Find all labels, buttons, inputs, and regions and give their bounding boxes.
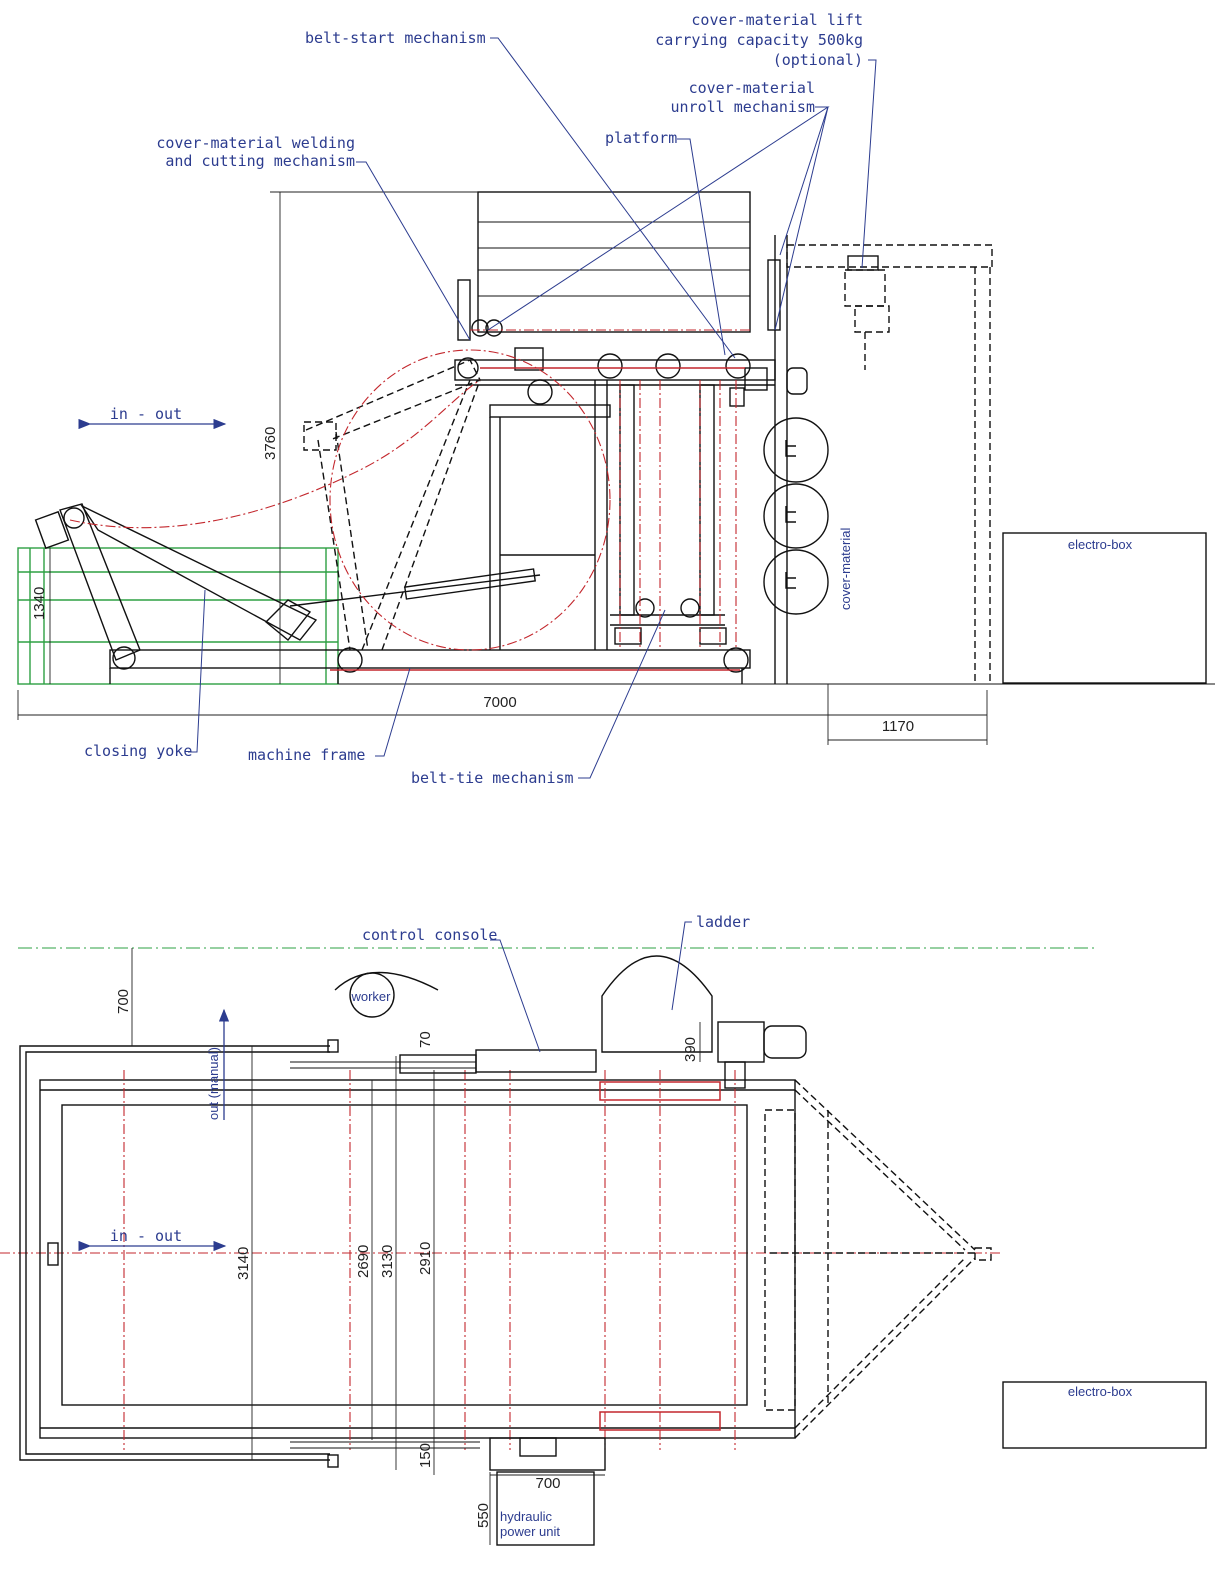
dim-2910: 2910 bbox=[417, 1242, 434, 1275]
electro-box-side: electro-box bbox=[1002, 532, 1207, 684]
label-lift-2: carrying capacity 500kg bbox=[655, 31, 863, 49]
label-welding-2: and cutting mechanism bbox=[165, 152, 355, 170]
out-manual-label: out (manual) bbox=[206, 1047, 221, 1120]
leaders-side bbox=[188, 37, 877, 779]
hydraulic-label-2: power unit bbox=[500, 1524, 560, 1539]
dimensions-top: 700 3140 2690 3130 2910 70 390 150 700 5… bbox=[115, 948, 699, 1545]
ladder-top bbox=[601, 955, 713, 1053]
label-belt-tie: belt-tie mechanism bbox=[411, 769, 574, 787]
hydraulic-label-1: hydraulic bbox=[500, 1509, 553, 1524]
raised-yoke-dashed bbox=[303, 359, 481, 651]
in-out-label-top: in - out bbox=[110, 1227, 182, 1245]
dim-1340: 1340 bbox=[31, 587, 48, 620]
top-hidden-red bbox=[123, 1070, 736, 1450]
dimensions-side: 3760 1340 7000 1170 bbox=[17, 191, 988, 745]
labels-side: belt-start mechanism cover-material lift… bbox=[84, 11, 863, 787]
label-welding-1: cover-material welding bbox=[156, 134, 355, 152]
dim-150: 150 bbox=[417, 1443, 434, 1468]
dim-3130: 3130 bbox=[379, 1245, 396, 1278]
label-belt-start: belt-start mechanism bbox=[305, 29, 486, 47]
dim-3760: 3760 bbox=[262, 427, 279, 460]
rollers bbox=[457, 347, 768, 407]
belt-tie-uprights bbox=[610, 384, 727, 645]
green-fence bbox=[17, 547, 339, 685]
label-closing-yoke: closing yoke bbox=[84, 742, 192, 760]
cover-material-label: cover-material bbox=[838, 528, 853, 610]
in-out-arrow-side: in - out bbox=[78, 405, 227, 430]
label-unroll-1: cover-material bbox=[689, 79, 815, 97]
lift-crane bbox=[786, 244, 993, 684]
top-extension-dashed bbox=[764, 1079, 992, 1439]
cover-material-rolls bbox=[763, 235, 829, 684]
closing-yoke-arm bbox=[34, 503, 541, 661]
motor-top bbox=[699, 1021, 807, 1089]
dim-550: 550 bbox=[475, 1503, 492, 1528]
electro-box-top: electro-box bbox=[1002, 1381, 1207, 1449]
label-lift-3: (optional) bbox=[773, 51, 863, 69]
bale-block bbox=[457, 191, 751, 341]
labels-top: control console ladder bbox=[362, 913, 750, 944]
worker-top: worker bbox=[334, 971, 439, 1018]
top-view: worker hydraulic power unit electro-box bbox=[0, 913, 1207, 1546]
dim-7000: 7000 bbox=[483, 694, 516, 711]
dim-2690: 2690 bbox=[355, 1245, 372, 1278]
dim-390: 390 bbox=[682, 1037, 699, 1062]
electro-box-label: electro-box bbox=[1068, 537, 1133, 552]
leaders-top bbox=[490, 921, 692, 1053]
in-out-label-side: in - out bbox=[110, 405, 182, 423]
machine-base bbox=[109, 646, 751, 684]
label-ladder: ladder bbox=[696, 913, 750, 931]
label-unroll-2: unroll mechanism bbox=[671, 98, 816, 116]
dim-3140: 3140 bbox=[235, 1247, 252, 1280]
label-machine-frame: machine frame bbox=[248, 746, 365, 764]
control-console-top bbox=[290, 1049, 597, 1449]
hydraulic-unit-top: hydraulic power unit bbox=[489, 1437, 606, 1546]
dim-1170: 1170 bbox=[882, 718, 914, 735]
dim-70: 70 bbox=[417, 1031, 434, 1048]
dim-700-left: 700 bbox=[115, 989, 132, 1014]
main-frame bbox=[454, 359, 776, 650]
worker-label: worker bbox=[350, 989, 391, 1004]
label-lift-1: cover-material lift bbox=[691, 11, 863, 29]
label-control-console: control console bbox=[362, 926, 497, 944]
dim-700-bottom: 700 bbox=[535, 1475, 560, 1492]
side-view: electro-box cover-material in - out 3760… bbox=[17, 11, 1215, 787]
label-platform: platform bbox=[605, 129, 677, 147]
hidden-lines-red bbox=[69, 329, 750, 671]
electro-box-label-top: electro-box bbox=[1068, 1384, 1133, 1399]
arrows-top: in - out out (manual) bbox=[78, 1008, 230, 1252]
top-fence bbox=[19, 1039, 339, 1468]
